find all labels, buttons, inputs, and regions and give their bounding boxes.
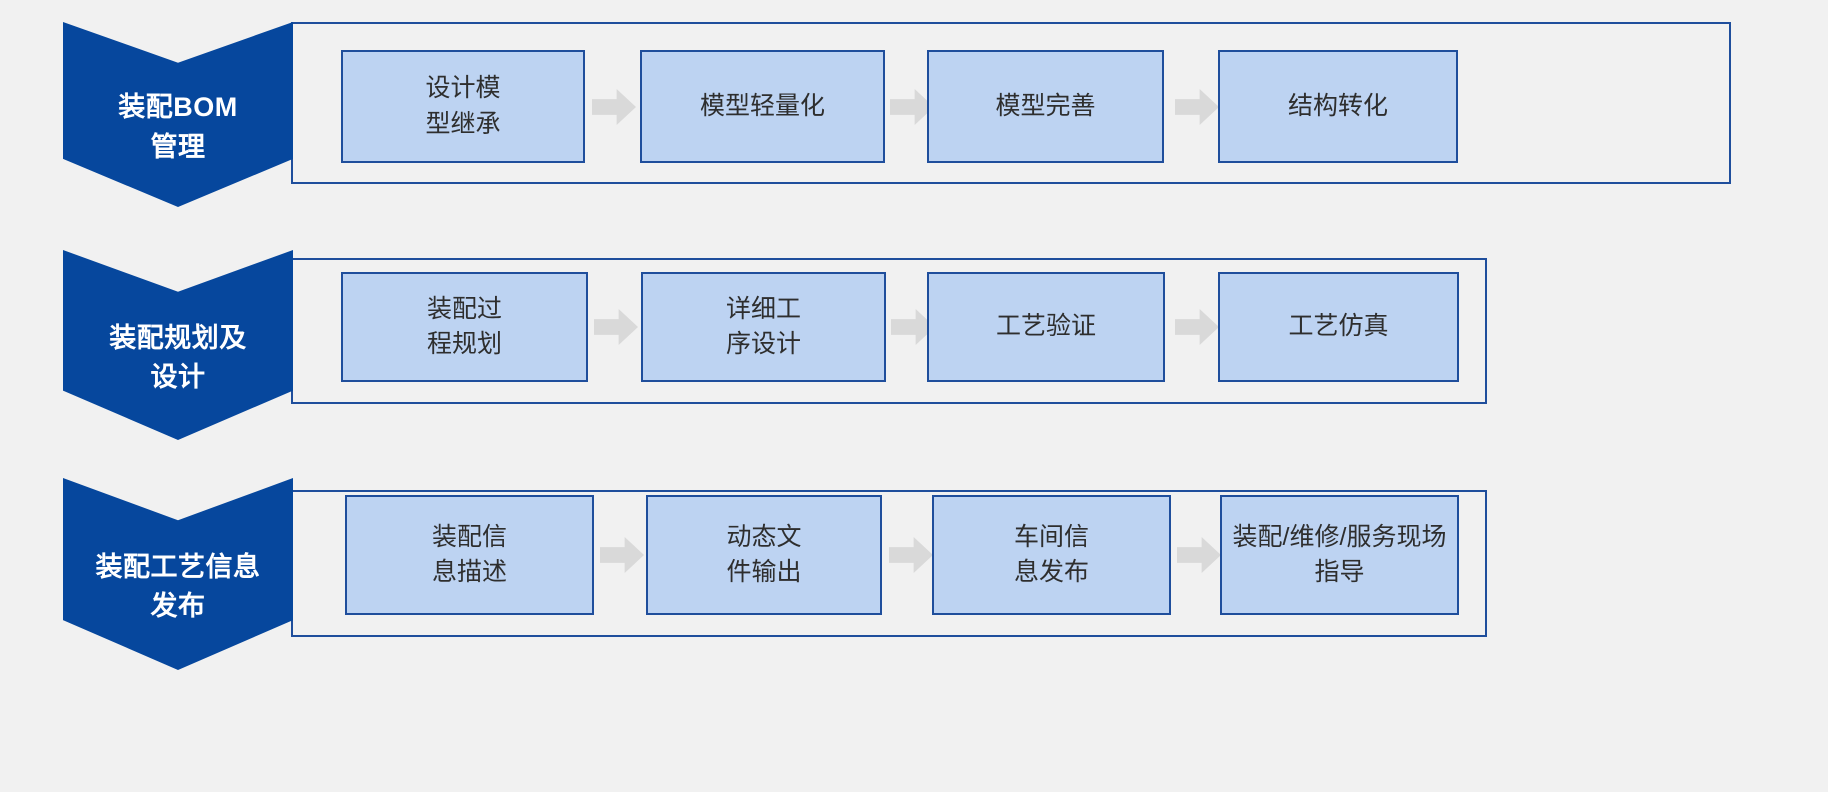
row-2-step-3-label: 工艺验证 xyxy=(995,312,1096,341)
row-2-step-2-label: 详细工 序设计 xyxy=(725,294,801,359)
row-1-step-2-label: 模型轻量化 xyxy=(699,91,825,120)
row-3-step-3-label: 车间信 息发布 xyxy=(1013,522,1089,587)
row-1-step-2[interactable]: 模型轻量化 xyxy=(640,50,885,163)
row-3-step-2-label: 动态文 件输出 xyxy=(726,522,802,587)
row-3-step-4[interactable]: 装配/维修/服务现场 指导 xyxy=(1220,495,1459,615)
row-1-step-1[interactable]: 设计模 型继承 xyxy=(341,50,585,163)
row-1-step-4-label: 结构转化 xyxy=(1287,91,1388,120)
row-3-step-2[interactable]: 动态文 件输出 xyxy=(646,495,882,615)
row-1-step-1-label: 设计模 型继承 xyxy=(425,74,501,138)
row-2-step-2[interactable]: 详细工 序设计 xyxy=(641,272,886,382)
row-3-step-3[interactable]: 车间信 息发布 xyxy=(932,495,1171,615)
row-2-chevron-label: 装配规划及 设计 xyxy=(109,322,247,392)
row-3-chevron-badge[interactable]: 装配工艺信息 发布 xyxy=(63,478,293,670)
row-1-step-3[interactable]: 模型完善 xyxy=(927,50,1164,163)
row-3-chevron-label: 装配工艺信息 发布 xyxy=(95,551,261,621)
row-1-chevron-label: 装配BOM 管理 xyxy=(118,92,238,162)
row-2-step-4[interactable]: 工艺仿真 xyxy=(1218,272,1459,382)
row-3-step-1[interactable]: 装配信 息描述 xyxy=(345,495,594,615)
row-3-step-4-label: 装配/维修/服务现场 指导 xyxy=(1232,522,1447,587)
row-2-step-4-label: 工艺仿真 xyxy=(1288,312,1389,341)
row-3-step-1-label: 装配信 息描述 xyxy=(431,522,507,587)
row-2-step-1-label: 装配过 程规划 xyxy=(426,294,502,359)
row-1-step-4[interactable]: 结构转化 xyxy=(1218,50,1458,163)
row-2-chevron-badge[interactable]: 装配规划及 设计 xyxy=(63,250,293,440)
row-1-chevron-badge[interactable]: 装配BOM 管理 xyxy=(63,22,293,207)
row-2-step-3[interactable]: 工艺验证 xyxy=(927,272,1165,382)
row-1-step-3-label: 模型完善 xyxy=(995,91,1096,120)
row-2-step-1[interactable]: 装配过 程规划 xyxy=(341,272,588,382)
